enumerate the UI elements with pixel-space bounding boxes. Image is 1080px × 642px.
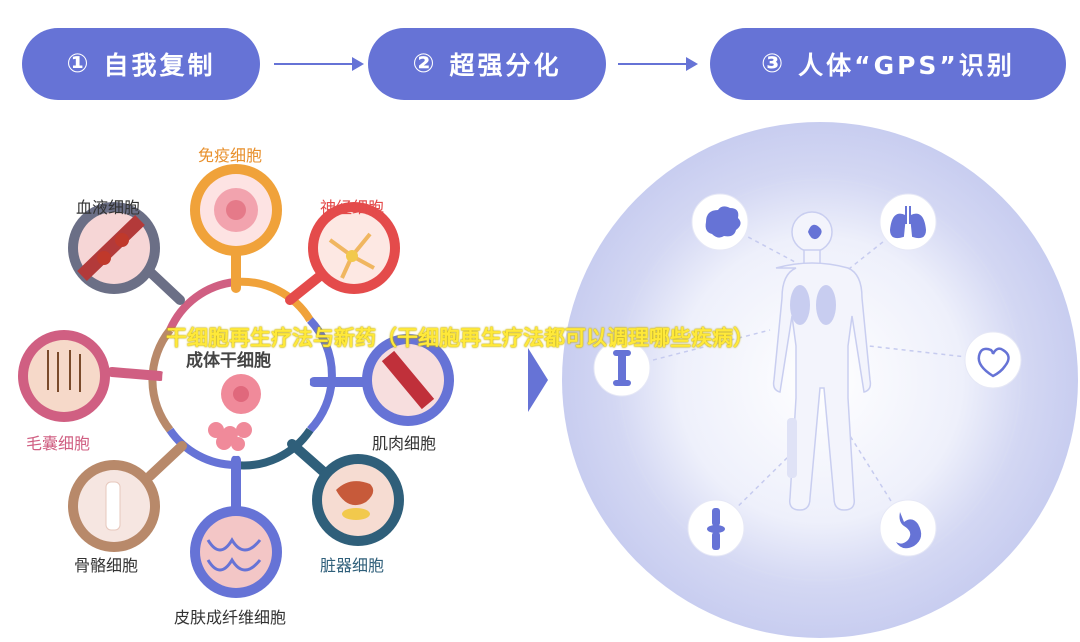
step-1-number: ① — [66, 49, 92, 79]
step-1-pill: ① 自我复制 — [22, 28, 260, 100]
nerve-cell-node — [308, 202, 400, 294]
body-brain — [808, 224, 822, 240]
step-arrow-1 — [274, 57, 364, 71]
human-body-icon — [772, 211, 872, 511]
step-3-pill: ③ 人体“GPS”识别 — [710, 28, 1066, 100]
stem-cell-hub — [162, 308, 310, 456]
nerve-cell-label: 神经细胞 — [320, 198, 385, 217]
skin-fibroblast-cell-node — [190, 506, 282, 598]
step-3-number: ③ — [761, 49, 787, 79]
hair-follicle-cell-label: 毛囊细胞 — [26, 434, 91, 453]
step-1-label: 自我复制 — [103, 51, 216, 80]
step-arrow-2 — [618, 57, 698, 71]
step-3-label: 人体“GPS”识别 — [798, 51, 1015, 80]
heart-icon — [964, 331, 1022, 389]
step-2-label: 超强分化 — [449, 51, 562, 80]
immune-cell-label: 免疫细胞 — [198, 146, 263, 165]
skin-fibroblast-cell-label: 皮肤成纤维细胞 — [174, 608, 287, 627]
blood-cell-label: 血液细胞 — [76, 198, 141, 217]
body-lung-left — [790, 285, 810, 325]
bone-cell-label: 骨骼细胞 — [74, 556, 139, 575]
diagram-graphics — [18, 122, 1078, 638]
process-steps: ① 自我复制 ② 超强分化 ③ 人体“GPS”识别 — [0, 0, 1080, 110]
organ-cell-label: 脏器细胞 — [320, 556, 385, 575]
center-stem-cell-label: 成体干细胞 — [186, 351, 271, 371]
organ-cell-node — [312, 454, 404, 546]
bone-cell-node — [68, 460, 160, 552]
overlay-watermark-title: 干细胞再生疗法与新药（干细胞再生疗法都可以调理哪些疾病） — [166, 326, 754, 350]
muscle-cell-node — [362, 334, 454, 426]
muscle-cell-label: 肌肉细胞 — [372, 434, 437, 453]
step-2-number: ② — [412, 49, 438, 79]
step-2-pill: ② 超强分化 — [368, 28, 606, 100]
lungs-icon — [879, 193, 937, 251]
body-lung-right — [816, 285, 836, 325]
blood-cell-node — [68, 202, 160, 294]
transfer-arrow — [485, 348, 548, 412]
brain-icon — [691, 193, 749, 251]
bone-icon — [593, 339, 651, 397]
hair-follicle-cell-node — [18, 330, 110, 422]
stomach-icon — [879, 499, 937, 557]
body-leg-bone — [787, 418, 797, 478]
immune-cell-node — [190, 164, 282, 256]
stem-cell-diagram: 成体干细胞 免疫细胞 神经细胞 血液细胞 毛囊细胞 肌肉细胞 骨骼细胞 皮肤成纤… — [0, 110, 1080, 642]
knee-joint-icon — [687, 499, 745, 557]
